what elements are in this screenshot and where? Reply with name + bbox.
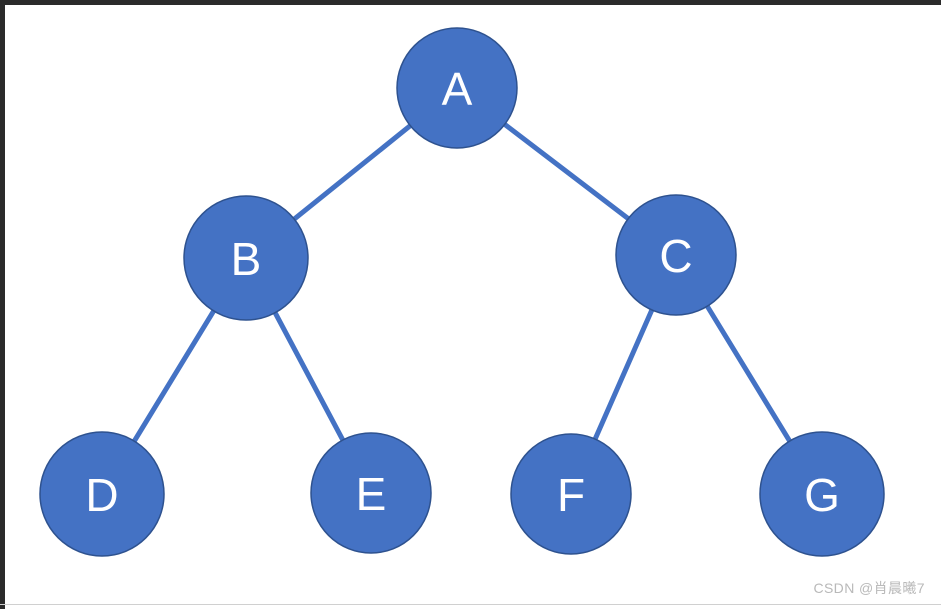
frame-top-border xyxy=(0,0,941,5)
tree-node-a[interactable]: A xyxy=(396,27,518,149)
tree-node-d[interactable]: D xyxy=(39,431,165,557)
tree-node-b[interactable]: B xyxy=(183,195,309,321)
node-circle[interactable] xyxy=(39,431,165,557)
node-circle[interactable] xyxy=(759,431,885,557)
node-circle[interactable] xyxy=(183,195,309,321)
node-circle[interactable] xyxy=(310,432,432,554)
node-circle[interactable] xyxy=(396,27,518,149)
tree-node-e[interactable]: E xyxy=(310,432,432,554)
node-circle[interactable] xyxy=(615,194,737,316)
tree-edge-b-d xyxy=(130,306,218,446)
tree-node-g[interactable]: G xyxy=(759,431,885,557)
tree-edge-c-f xyxy=(591,305,656,444)
tree-edge-a-b xyxy=(290,121,415,223)
node-label: D xyxy=(85,469,118,521)
node-circle[interactable] xyxy=(510,433,632,555)
tree-edge-b-e xyxy=(271,308,347,445)
tree-edge-c-g xyxy=(703,301,794,446)
tree-edge-a-c xyxy=(500,120,633,223)
nodes-layer: A B C D E F G xyxy=(39,27,885,557)
node-label: B xyxy=(231,233,262,285)
frame-left-border xyxy=(0,0,5,609)
frame-bottom-rule xyxy=(0,604,941,605)
tree-node-f[interactable]: F xyxy=(510,433,632,555)
node-label: G xyxy=(804,469,840,521)
csdn-watermark: CSDN @肖晨曦7 xyxy=(813,580,925,596)
tree-node-c[interactable]: C xyxy=(615,194,737,316)
node-label: A xyxy=(442,63,473,115)
node-label: C xyxy=(659,230,692,282)
node-label: F xyxy=(557,469,585,521)
node-label: E xyxy=(356,468,387,520)
edges-layer xyxy=(130,120,794,446)
